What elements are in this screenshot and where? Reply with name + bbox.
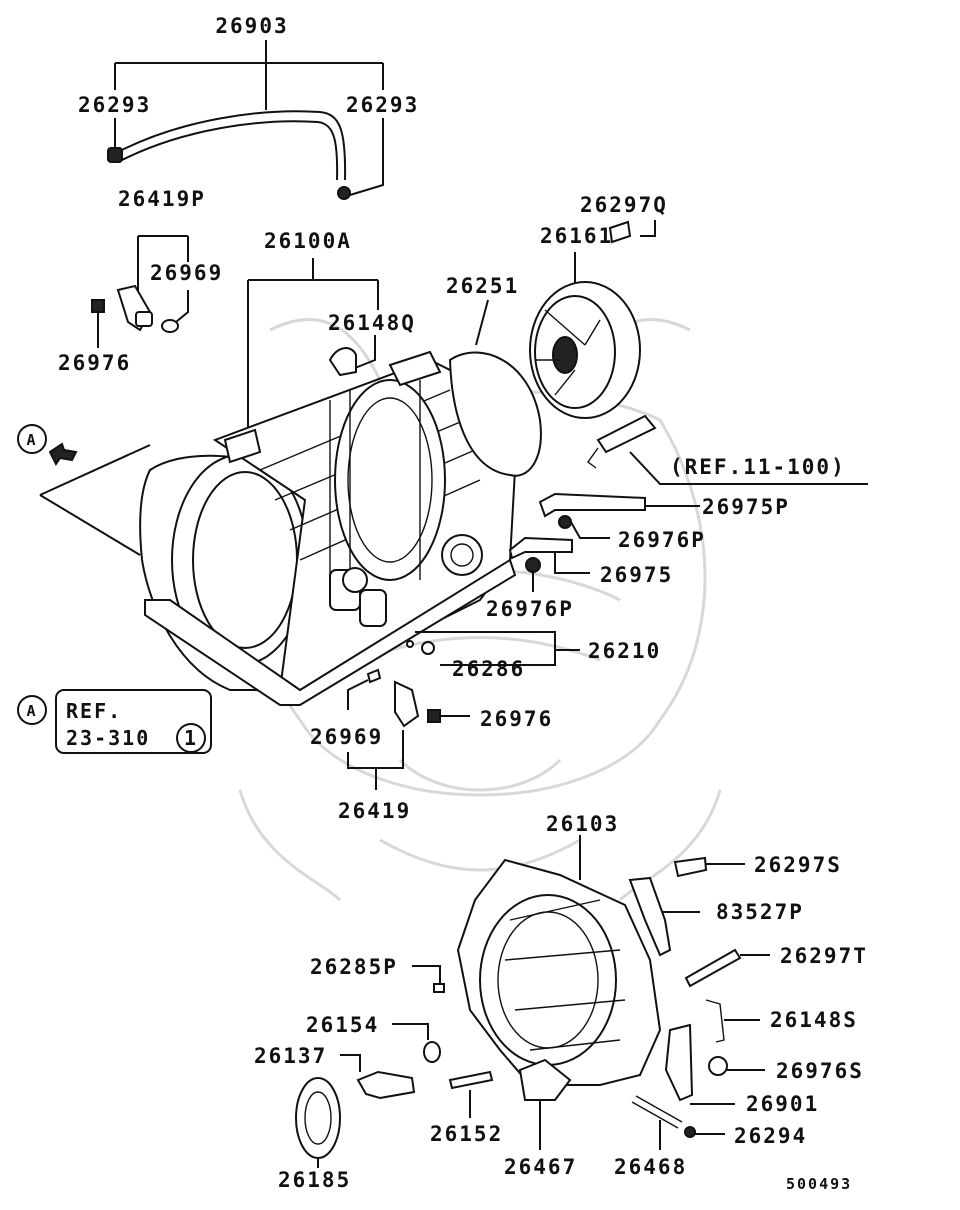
bolt-icon [91, 299, 105, 313]
speed-sensor-2-icon [394, 680, 420, 728]
speed-sensor-group-top [91, 235, 189, 348]
label-26103: 26103 [546, 812, 619, 836]
bolt-26976s-icon [708, 1056, 728, 1076]
label-26148q: 26148Q [328, 311, 416, 335]
svg-text:1: 1 [184, 726, 198, 750]
svg-text:REF.: REF. [66, 699, 122, 723]
label-26419: 26419 [338, 799, 411, 823]
diagram-number: 500493 [786, 1175, 852, 1193]
label-26975p: 26975P [702, 495, 790, 519]
bolt-26297s-icon [673, 856, 708, 878]
label-ref-11-100: (REF.11-100) [670, 455, 846, 479]
label-26901: 26901 [746, 1092, 819, 1116]
label-26297t: 26297T [780, 944, 868, 968]
label-26293-right: 26293 [346, 93, 419, 117]
strainer-icon [596, 414, 657, 454]
oil-seal-26185-icon [295, 1077, 341, 1159]
label-26903: 26903 [215, 14, 288, 38]
pin-26468-icon [631, 1095, 683, 1129]
bracket-group [508, 492, 700, 592]
label-26976p-b: 26976P [486, 597, 574, 621]
bolt-26976p-b-icon [525, 557, 541, 573]
label-26467: 26467 [504, 1155, 577, 1179]
svg-text:A: A [26, 702, 37, 720]
ref-box: A REF. 23-310 1 [17, 689, 212, 754]
label-26419p: 26419P [118, 187, 206, 211]
label-26976p-a: 26976P [618, 528, 706, 552]
pump-bolt-icon [608, 220, 632, 244]
bolt-26297t-icon [684, 948, 742, 988]
converter-housing-group [295, 835, 770, 1168]
label-26294: 26294 [734, 1124, 807, 1148]
hose-clip-left-icon [107, 147, 123, 163]
label-26297s: 26297S [754, 853, 842, 877]
label-26152: 26152 [430, 1122, 503, 1146]
label-26285p: 26285P [310, 955, 398, 979]
bolt-26976p-icon [558, 515, 572, 529]
pin-26285p-icon [433, 983, 445, 993]
breather-hose-group [107, 40, 384, 200]
label-26251: 26251 [446, 274, 519, 298]
label-26148s: 26148S [770, 1008, 858, 1032]
shaft-26152-icon [448, 1070, 494, 1090]
pin-26148s-icon [705, 999, 725, 1043]
label-26161: 26161 [540, 224, 613, 248]
label-26297q: 26297Q [580, 193, 668, 217]
label-83527p: 83527P [716, 900, 804, 924]
svg-text:A: A [26, 431, 37, 449]
bracket-26901-icon [664, 1023, 694, 1102]
gasket-icon [448, 351, 542, 477]
fitting-icon [421, 641, 435, 655]
label-26185: 26185 [278, 1168, 351, 1192]
label-26210: 26210 [588, 639, 661, 663]
svg-text:23-310: 23-310 [66, 726, 150, 750]
label-26100a: 26100A [264, 229, 352, 253]
label-26976-mid: 26976 [480, 707, 553, 731]
label-26969-mid: 26969 [310, 725, 383, 749]
spring-26154-icon [423, 1041, 441, 1063]
label-26293-left: 26293 [78, 93, 151, 117]
bracket-83527p-icon [628, 876, 672, 957]
label-26969-top: 26969 [150, 261, 223, 285]
lever-26137-icon [356, 1070, 416, 1100]
callout-a-top: A [17, 424, 78, 466]
label-26137: 26137 [254, 1044, 327, 1068]
label-26286: 26286 [452, 657, 525, 681]
parking-bracket-icon [518, 1058, 572, 1101]
speed-sensor-group-mid [347, 668, 470, 790]
transmission-case [39, 258, 517, 706]
hose-clip-right-icon [337, 186, 351, 200]
label-26976-top: 26976 [58, 351, 131, 375]
plug-26294-icon [684, 1126, 696, 1138]
label-26975: 26975 [600, 563, 673, 587]
arrow-icon [48, 442, 78, 466]
oil-pump-group [448, 220, 868, 485]
bracket-26975-icon [508, 536, 573, 560]
o-ring-icon [161, 319, 179, 333]
bracket-26975p-icon [538, 492, 646, 518]
fitting-26210-group [406, 631, 580, 666]
label-26154: 26154 [306, 1013, 379, 1037]
breather-fitting-icon [328, 347, 357, 377]
label-26468: 26468 [614, 1155, 687, 1179]
label-26976s: 26976S [776, 1059, 864, 1083]
